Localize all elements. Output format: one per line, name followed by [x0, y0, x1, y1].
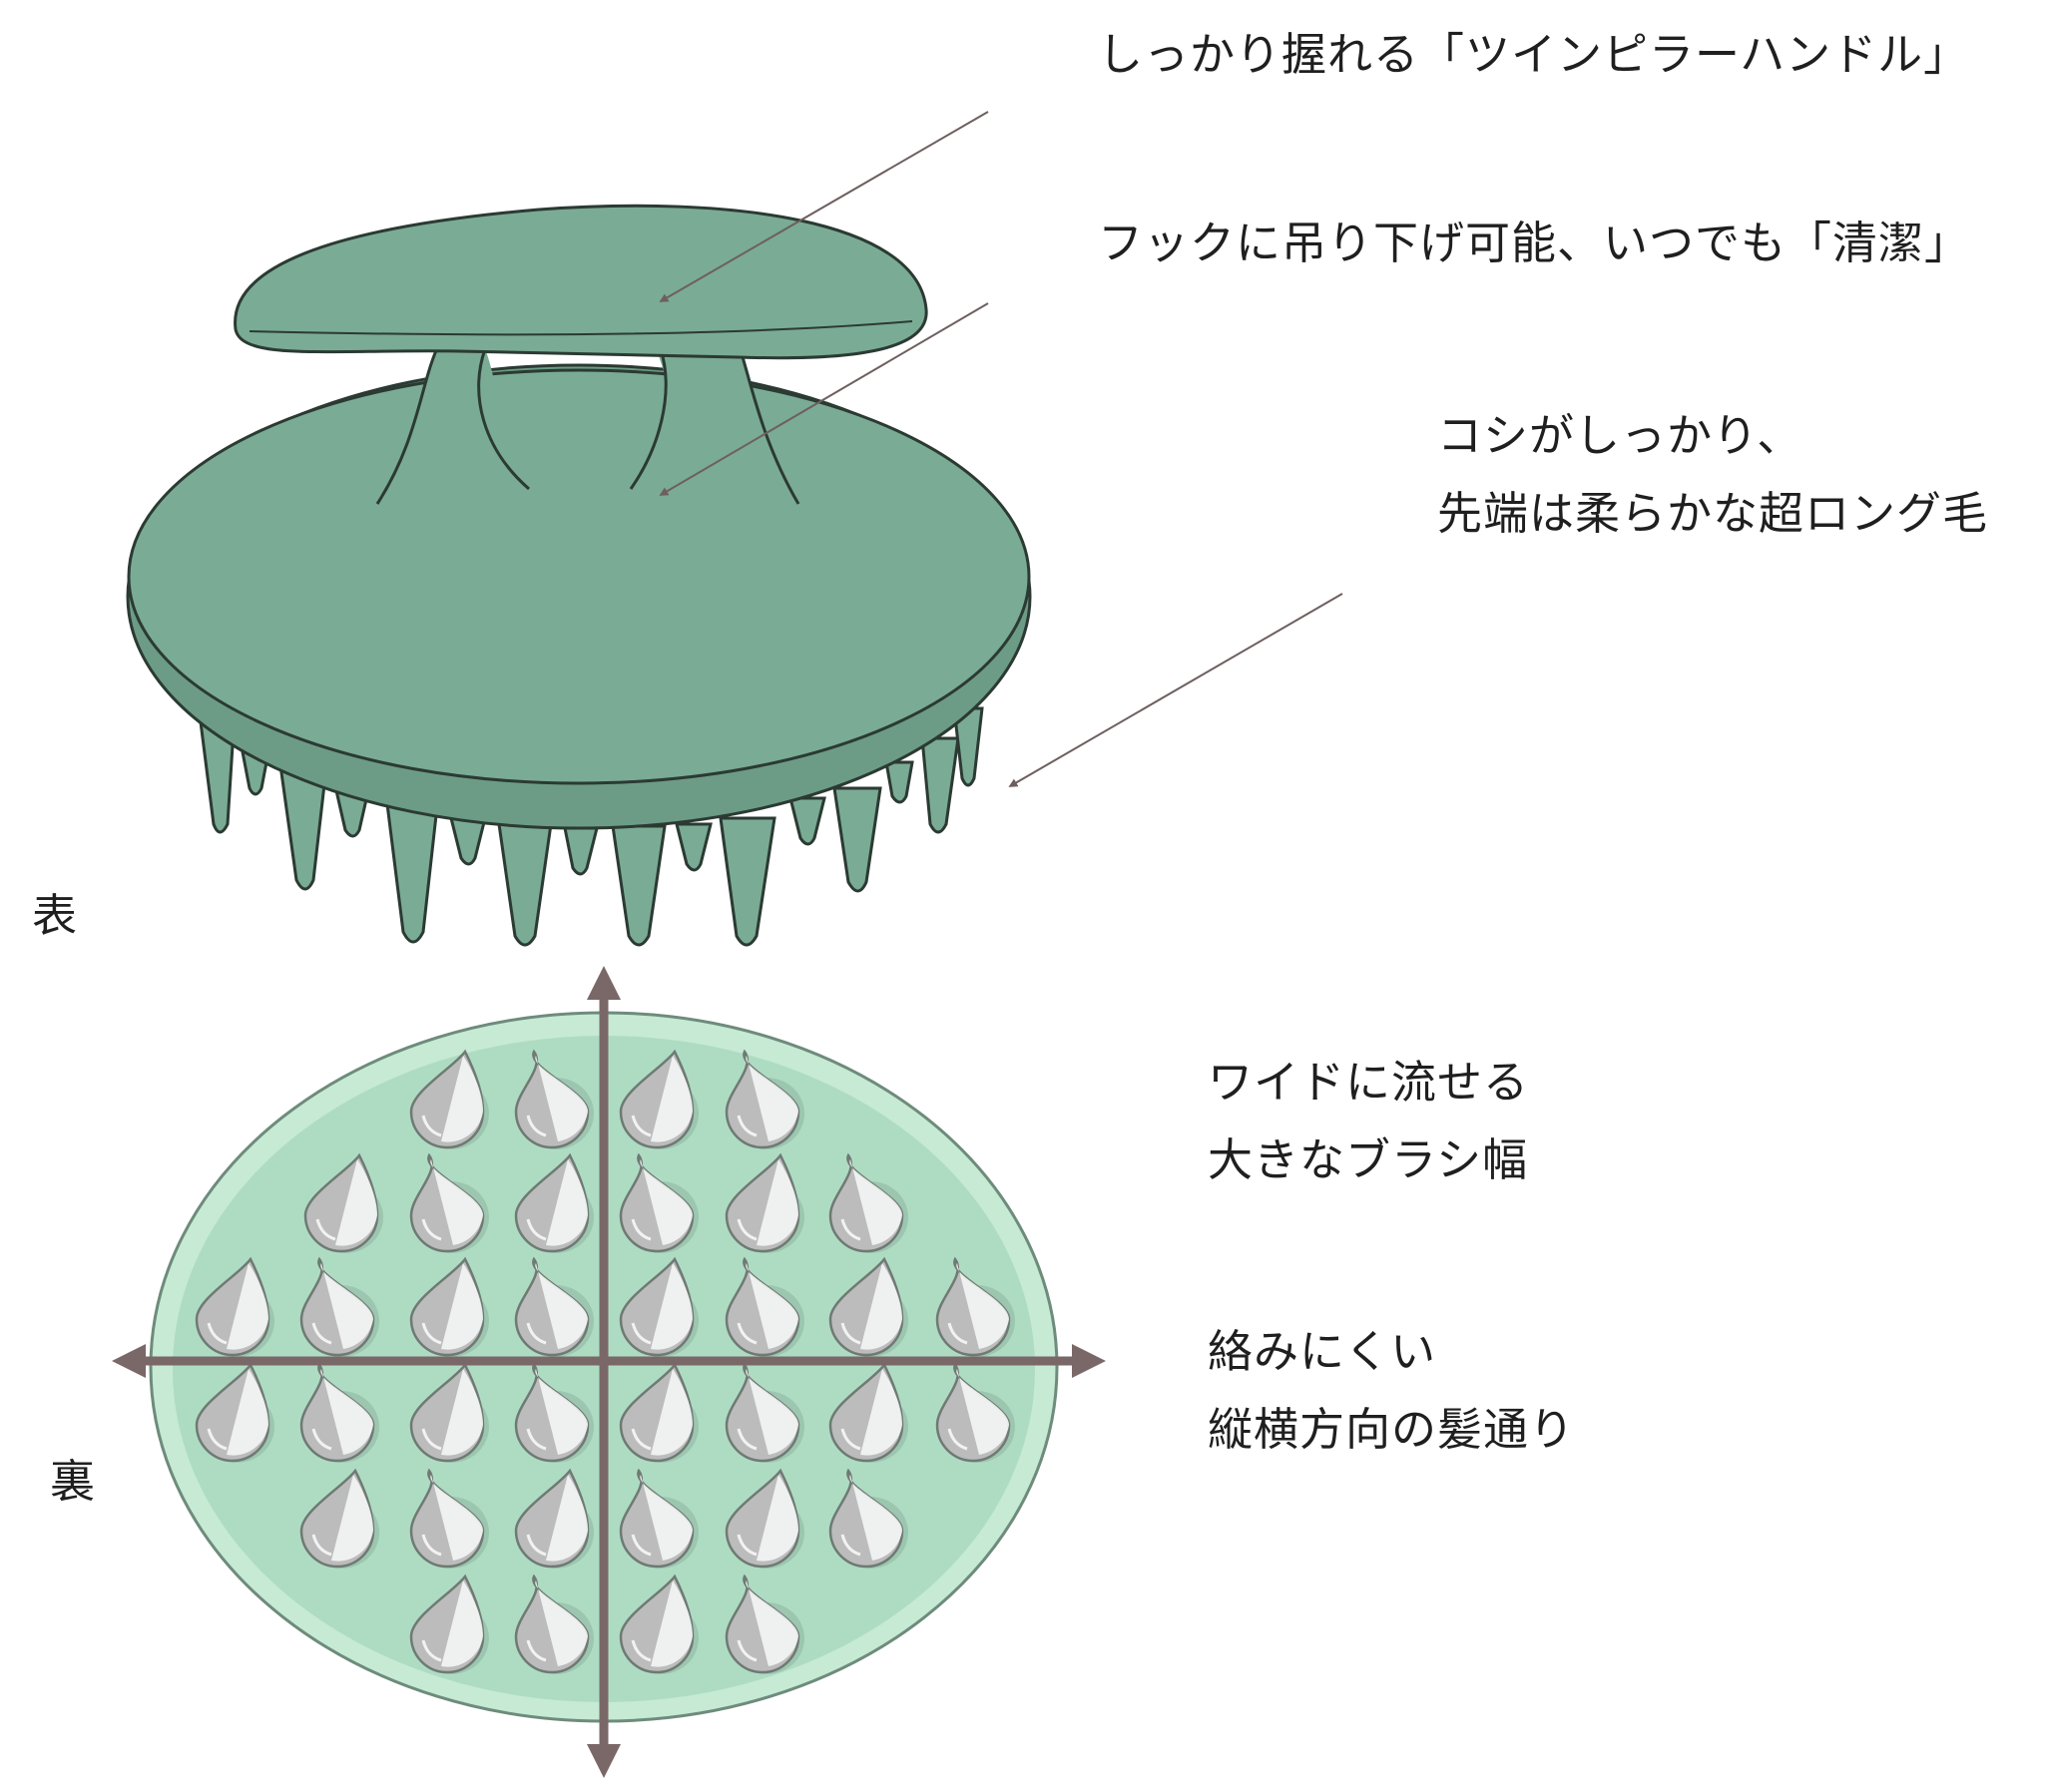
leader-lines [659, 111, 1343, 787]
bristle-tip [725, 1362, 804, 1463]
vertical-axis-arrow [587, 966, 621, 1778]
bristle-tip [514, 1362, 594, 1463]
twin-pillar-handle [234, 204, 928, 505]
bristle-tip [514, 1152, 594, 1253]
bristle-tip [725, 1573, 804, 1674]
front-bristle [497, 822, 553, 947]
front-bristle [719, 816, 776, 947]
bristle-tip [725, 1152, 804, 1253]
bristle-tip [725, 1049, 804, 1149]
bristle-tip [828, 1362, 908, 1463]
handle-leader-line [659, 111, 989, 302]
bristles-callout-line2: 先端は柔らかな超ロング毛 [1437, 487, 1989, 540]
bristle-tip [409, 1152, 489, 1253]
back-spike-grid [195, 1049, 1015, 1674]
front-bristle [952, 706, 984, 787]
bristle-tip [409, 1573, 489, 1674]
bristle-tip [828, 1152, 908, 1253]
bristle-tip [514, 1049, 594, 1149]
front-bristle [449, 816, 487, 866]
hook-callout: フックに吊り下げ可能、いつでも「清潔」 [1098, 205, 1970, 282]
front-base [126, 363, 1032, 830]
front-bristle [277, 756, 329, 891]
bristles-leader-line [1008, 593, 1343, 787]
handle-callout-text: しっかり握れる「ツインピラーハンドル」 [1098, 28, 1970, 81]
bristle-tip [619, 1256, 699, 1357]
bristle-tip [303, 1152, 383, 1253]
horizontal-axis-arrow [112, 1344, 1106, 1378]
front-bristle [675, 822, 713, 872]
front-bristle [832, 786, 882, 893]
bristle-tip [514, 1468, 594, 1568]
bristle-tip [409, 1362, 489, 1463]
front-brush-illustration [126, 204, 1032, 947]
bristle-tip [514, 1256, 594, 1357]
width-callout-line2: 大きなブラシ幅 [1208, 1133, 1529, 1186]
bristle-tip [619, 1362, 699, 1463]
hook-callout-text: フックに吊り下げ可能、いつでも「清潔」 [1098, 217, 1971, 269]
front-side-label: 表 [32, 889, 78, 942]
bristle-tip [619, 1468, 699, 1568]
bristle-tip [725, 1256, 804, 1357]
bristles-callout-line1: コシがしっかり、 [1437, 409, 1803, 462]
bristle-tip [619, 1573, 699, 1674]
back-side-label: 裏 [50, 1455, 96, 1508]
bristle-tip [935, 1362, 1015, 1463]
bristle-tip [828, 1256, 908, 1357]
front-bristles [196, 696, 984, 947]
bristle-tip [725, 1468, 804, 1568]
bristle-tip [299, 1256, 379, 1357]
front-bristle [920, 736, 960, 834]
width-callout-line1: ワイドに流せる [1208, 1056, 1530, 1109]
tangle-callout-line2: 縦横方向の髪通り [1208, 1403, 1576, 1456]
bristle-tip [409, 1468, 489, 1568]
bristle-tip [299, 1468, 379, 1568]
front-bristle [563, 826, 599, 876]
axis-arrows [112, 966, 1106, 1778]
bristle-tip [935, 1256, 1015, 1357]
width-callout: ワイドに流せる 大きなブラシ幅 [1208, 1044, 1529, 1199]
hook-leader-line [659, 302, 989, 496]
bristle-tip [514, 1573, 594, 1674]
bristle-tip [619, 1049, 699, 1149]
bristle-tip [409, 1049, 489, 1149]
back-brush-illustration [149, 1011, 1059, 1723]
handle-callout: しっかり握れる「ツインピラーハンドル」 [1098, 16, 1969, 94]
bristle-tip [195, 1256, 274, 1357]
front-bristle [383, 786, 441, 944]
bristle-tip [828, 1468, 908, 1568]
bristles-callout: コシがしっかり、 先端は柔らかな超ロング毛 [1437, 397, 1988, 553]
front-bristle [788, 796, 826, 846]
bristle-tip [195, 1362, 274, 1463]
bristle-tip [409, 1256, 489, 1357]
bristle-tip [299, 1362, 379, 1463]
tangle-callout: 絡みにくい 縦横方向の髪通り [1208, 1313, 1575, 1469]
tangle-callout-line1: 絡みにくい [1208, 1325, 1437, 1378]
bristle-tip [619, 1152, 699, 1253]
front-bristle [884, 760, 914, 804]
front-bristle [611, 824, 667, 947]
